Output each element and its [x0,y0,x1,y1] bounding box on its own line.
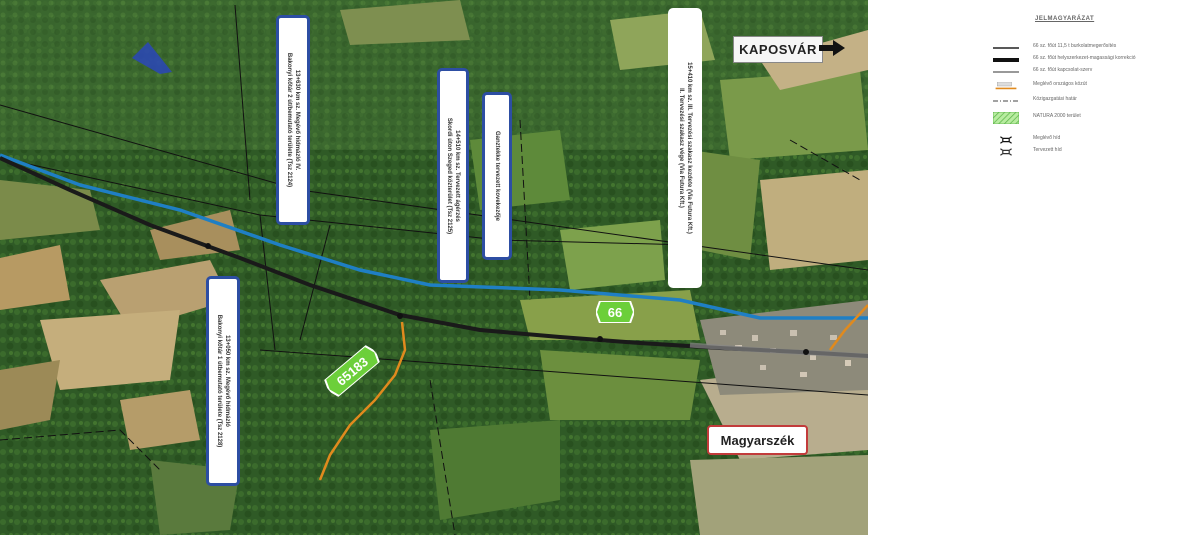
road-66-shield: 66 [596,301,634,323]
natura-area-icon [993,112,1019,124]
info-box-1-line2: Bakonyi kőtár 2 út/bemutató területe (Ts… [286,52,292,188]
map-legend: JELMAGYARÁZAT 66 sz. főút 11,5 t burkola… [975,10,1185,210]
agricultural-fields [0,0,868,535]
info-box-3-line1: Ganztekke tervezett kovekezője [494,130,500,222]
road-66-gray-segment [689,342,868,359]
road-66-label: 66 [607,304,623,320]
legend-row: Közigazgatási határ [975,95,1185,107]
road-65183-shield: 65183 [322,343,382,398]
legend-label: 66 sz. főút 11,5 t burkolatmegerősítés [1033,43,1117,49]
info-box-4: 15+410 km sz. III. Tervezési szakasz kez… [668,8,702,288]
legend-label: Meglévő országos közút [1033,81,1087,87]
aerial-map[interactable] [0,0,868,535]
legend-row: Tervezett híd [975,146,1185,158]
legend-row: 66 sz. főút 11,5 t burkolatmegerősítés [975,42,1185,54]
info-box-5-line2: Bakonyi kőtár 1 útbemutató területe (Tsz… [216,314,222,448]
magyarszek-label: Magyarszék [707,425,808,455]
legend-row: NATURA 2000 terület [975,112,1185,124]
info-box-5-line1: 13+050 km sz. Megévő hídmázló [224,335,230,427]
legend-label: Tervezett híd [1033,147,1062,153]
info-box-4-line2: II. Tervezési szakasz vége (Via Futura K… [678,88,684,208]
thin-line-icon [993,47,1019,49]
planned-bridge-icon [1000,148,1012,156]
legend-row: Meglévő híd [975,134,1185,146]
legend-label: 66 sz. főút helyszerkezet-magassági korr… [1033,55,1136,61]
road-65183 [318,321,407,481]
stream [0,153,868,320]
legend-row: 66 sz. főút kapcsolat-szerv [975,66,1185,78]
road-nodes [205,243,809,355]
legend-label: NATURA 2000 terület [1033,113,1081,119]
info-box-3: Ganztekke tervezett kovekezője [482,92,512,260]
info-box-2: 14+510 km sz. Tervezett ágérzés Skordi ú… [437,68,469,283]
orange-line-icon [995,82,1017,90]
info-box-2-line1: 14+510 km sz. Tervezett ágérzés [454,129,460,222]
legend-row: Meglévő országos közút [975,80,1185,92]
thick-line-icon [993,58,1019,62]
legend-title: JELMAGYARÁZAT [1035,16,1095,22]
direction-arrow-icon [819,40,845,56]
info-box-4-line1: 15+410 km sz. III. Tervezési szakasz kez… [686,62,692,234]
info-box-5: 13+050 km sz. Megévő hídmázló Bakonyi kő… [206,276,240,486]
info-box-2-line2: Skordi úton Szeged közterület (Tsz 2125) [446,117,452,234]
existing-bridge-icon [1000,136,1012,144]
gray-line-icon [993,71,1019,73]
road-east-orange [829,304,868,351]
kaposvar-label: KAPOSVÁR [733,36,823,63]
legend-label: Meglévő híd [1033,135,1061,141]
dashed-line-icon [993,100,1019,102]
legend-label: Közigazgatási határ [1033,96,1077,102]
legend-label: 66 sz. főút kapcsolat-szerv [1033,67,1093,73]
legend-row: 66 sz. főút helyszerkezet-magassági korr… [975,54,1185,66]
info-box-1: 13+630 km sz. Megévő hídmázló IV. Bakony… [276,15,310,225]
natura-2000-area [132,42,172,74]
info-box-1-line1: 13+630 km sz. Megévő hídmázló IV. [294,69,300,171]
